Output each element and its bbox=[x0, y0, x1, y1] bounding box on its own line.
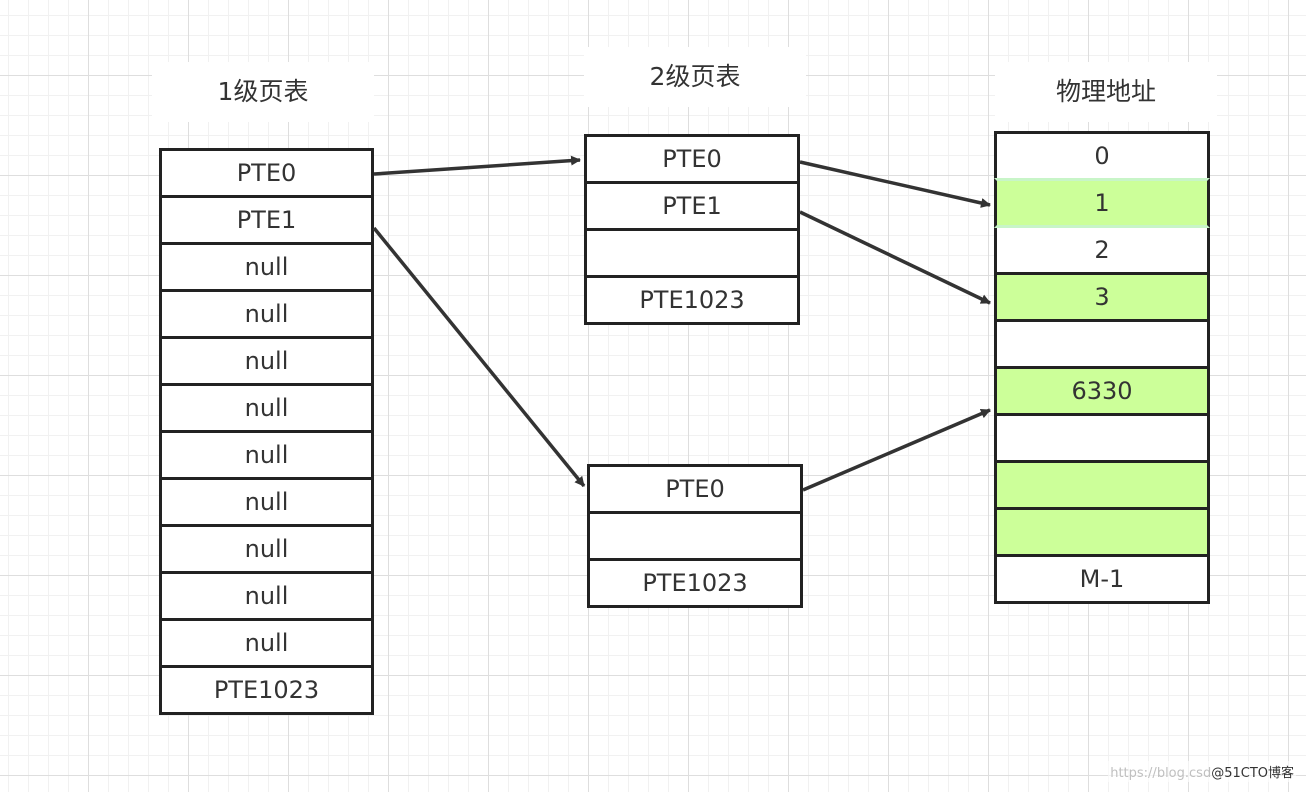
arrow-l1-pte1-to-l2b bbox=[372, 226, 586, 488]
physical-memory-table: 0 1 2 3 6330 M-1 bbox=[994, 131, 1210, 604]
level2-page-table-b: PTE0 PTE1023 bbox=[587, 464, 803, 608]
level2-page-table-a: PTE0 PTE1 PTE1023 bbox=[584, 134, 800, 325]
watermark-brand: @51CTO博客 bbox=[1211, 766, 1294, 781]
watermark-url: https://blog.csd bbox=[1110, 766, 1212, 781]
physical-frame: 0 bbox=[994, 131, 1210, 181]
level1-entry: null bbox=[159, 571, 374, 621]
level1-page-table: PTE0 PTE1 null null null null null null … bbox=[159, 148, 374, 715]
level1-entry: PTE1023 bbox=[159, 665, 374, 715]
arrow-l2a-pte1-to-frame3 bbox=[799, 210, 991, 305]
physical-frame-highlighted: 6330 bbox=[994, 366, 1210, 416]
physical-frame: M-1 bbox=[994, 554, 1210, 604]
level1-entry: PTE1 bbox=[159, 195, 374, 245]
level2b-entry: PTE1023 bbox=[587, 558, 803, 608]
level1-entry: null bbox=[159, 430, 374, 480]
level1-entry: null bbox=[159, 524, 374, 574]
watermark: https://blog.csd@51CTO博客 bbox=[1108, 761, 1296, 782]
level2a-entry bbox=[584, 228, 800, 278]
level2a-entry: PTE0 bbox=[584, 134, 800, 184]
arrow-l1-pte0-to-l2a bbox=[373, 155, 581, 176]
arrow-l2a-pte0-to-frame1 bbox=[799, 160, 991, 208]
level2-title: 2级页表 bbox=[584, 47, 806, 107]
level2b-entry: PTE0 bbox=[587, 464, 803, 514]
level1-entry: null bbox=[159, 383, 374, 433]
level2a-entry: PTE1023 bbox=[584, 275, 800, 325]
arrow-l2b-pte0-to-frame6330 bbox=[802, 408, 991, 492]
level1-title: 1级页表 bbox=[152, 62, 374, 122]
physical-address-title: 物理地址 bbox=[995, 62, 1217, 122]
physical-frame-highlighted: 1 bbox=[994, 178, 1210, 228]
